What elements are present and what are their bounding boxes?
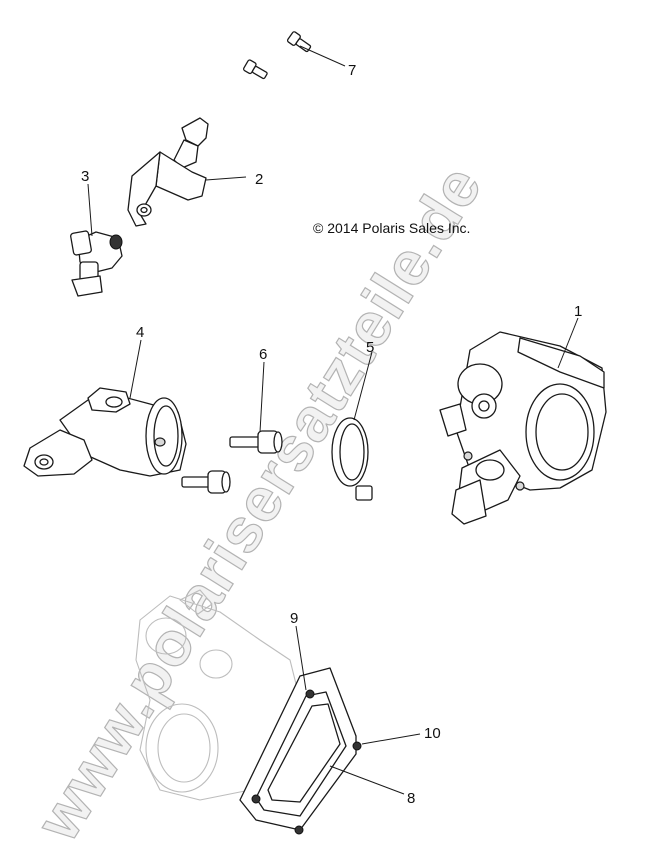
callout-9: 9 bbox=[290, 610, 298, 627]
leader-1 bbox=[557, 317, 579, 369]
leader-5 bbox=[353, 351, 373, 421]
leader-6 bbox=[259, 361, 265, 433]
part-4-intake-adapter bbox=[23, 387, 187, 477]
callout-4: 4 bbox=[136, 324, 144, 341]
copyright-text: © 2014 Polaris Sales Inc. bbox=[313, 220, 470, 236]
callout-8: 8 bbox=[407, 790, 415, 807]
part-6-bolts bbox=[181, 430, 283, 494]
leader-lines bbox=[87, 45, 579, 795]
callout-2: 2 bbox=[255, 171, 263, 188]
callout-10: 10 bbox=[424, 725, 441, 742]
part-5-hose-clamp bbox=[331, 417, 373, 501]
leader-4 bbox=[129, 339, 142, 399]
callout-3: 3 bbox=[81, 168, 89, 185]
part-1-throttle-body bbox=[439, 331, 607, 525]
callout-numbers: 1 2 3 4 5 6 7 8 9 10 bbox=[81, 62, 582, 807]
leader-2 bbox=[205, 176, 247, 181]
leader-10 bbox=[361, 733, 421, 745]
leader-8 bbox=[329, 765, 405, 795]
part-7-bolts bbox=[243, 31, 312, 80]
callout-5: 5 bbox=[366, 339, 374, 356]
leader-9 bbox=[295, 625, 307, 691]
callout-7: 7 bbox=[348, 62, 356, 79]
part-8-gasket-plate bbox=[239, 667, 362, 835]
callout-1: 1 bbox=[574, 303, 582, 320]
leader-7 bbox=[299, 45, 346, 67]
part-3-injector bbox=[70, 230, 123, 297]
leader-3 bbox=[87, 183, 93, 237]
callout-6: 6 bbox=[259, 346, 267, 363]
part-2-fuel-rail bbox=[127, 117, 209, 227]
